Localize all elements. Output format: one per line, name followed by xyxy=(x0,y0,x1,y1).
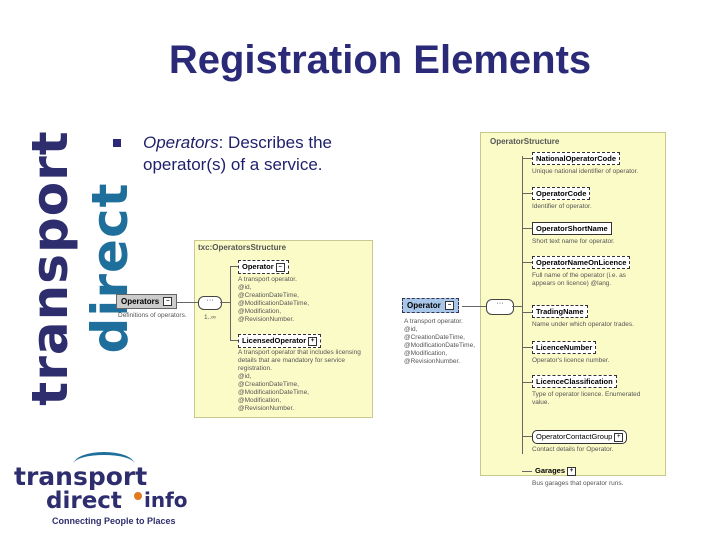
multiplicity-label: 1..∞ xyxy=(204,314,216,321)
operator-root-description: A transport operator.@id,@CreationDateTi… xyxy=(404,318,476,365)
operator-code-description: Identifier of operator. xyxy=(532,203,592,210)
operator-short-name-description: Short text name for operator. xyxy=(532,238,615,245)
national-operator-code-description: Unique national identifier of operator. xyxy=(532,168,639,175)
licensed-operator-element-description: A transport operator that includes licen… xyxy=(238,349,361,412)
trading-name-element: TradingName xyxy=(532,305,588,318)
licence-number-element: LicenceNumber xyxy=(532,341,597,354)
connector-line xyxy=(176,302,198,303)
licence-classification-element: LicenceClassification xyxy=(532,375,617,388)
bullet-description: : Describes the operator(s) of a service… xyxy=(143,133,332,174)
diagram-panel-title: OperatorStructure xyxy=(490,137,560,146)
operators-root-element: Operators – xyxy=(116,294,178,310)
sequence-compositor: ··· xyxy=(486,299,514,315)
connector-line xyxy=(522,347,532,348)
connector-line xyxy=(230,266,231,340)
licence-number-description: Operator's licence number. xyxy=(532,357,610,364)
operator-element-description: A transport operator.@id,@CreationDateTi… xyxy=(238,276,310,323)
bullet-marker xyxy=(113,139,121,147)
connector-line xyxy=(522,262,532,263)
logo-text-transport: transport xyxy=(14,462,148,491)
connector-line xyxy=(230,266,238,267)
logo-dot xyxy=(134,492,142,500)
bullet-text: Operators: Describes the operator(s) of … xyxy=(143,132,383,176)
connector-line xyxy=(522,471,532,472)
licensed-operator-element: LicensedOperator+ xyxy=(238,334,322,348)
trading-name-description: Name under which operator trades. xyxy=(532,321,634,328)
connector-line xyxy=(462,306,486,307)
operator-code-element: OperatorCode xyxy=(532,187,591,200)
connector-line xyxy=(522,312,532,313)
garages-description: Bus garages that operator runs. xyxy=(532,480,624,487)
national-operator-code-element: NationalOperatorCode xyxy=(532,152,621,165)
operator-contact-group-element: OperatorContactGroup+ xyxy=(532,430,628,444)
logo-tagline: Connecting People to Places xyxy=(52,516,176,526)
operator-root-element: Operator – xyxy=(402,298,460,314)
connector-line xyxy=(522,436,532,437)
operator-contact-group-description: Contact details for Operator. xyxy=(532,446,614,453)
connector-line xyxy=(522,382,532,383)
logo-text-info: info xyxy=(144,488,188,512)
connector-line xyxy=(230,340,238,341)
side-brand-logo: transport direct xyxy=(21,130,139,406)
operator-structure-diagram: OperatorStructure Operator – A transport… xyxy=(396,130,666,487)
slide-title: Registration Elements xyxy=(168,38,592,82)
connector-line xyxy=(522,158,532,159)
operator-short-name-element: OperatorShortName xyxy=(532,222,612,235)
connector-line xyxy=(522,156,523,454)
logo-text-direct: direct xyxy=(46,488,122,514)
diagram-panel-title: txc:OperatorsStructure xyxy=(198,243,287,252)
operators-structure-diagram: txc:OperatorsStructure Operators – Defin… xyxy=(112,238,373,418)
connector-line xyxy=(522,228,532,229)
connector-line xyxy=(522,193,532,194)
transport-direct-info-logo: transport direct info Connecting People … xyxy=(14,452,214,532)
connector-line xyxy=(220,302,230,303)
connector-line xyxy=(512,306,522,307)
garages-element: Garages+ xyxy=(532,465,579,477)
logo-arc xyxy=(74,452,134,475)
operator-name-on-licence-element: OperatorNameOnLicence xyxy=(532,256,631,269)
operators-root-description: Definitions of operators. xyxy=(118,312,187,319)
operator-element: Operator– xyxy=(238,260,289,274)
choice-compositor: ··· xyxy=(198,296,222,310)
bullet-term: Operators xyxy=(143,133,219,152)
